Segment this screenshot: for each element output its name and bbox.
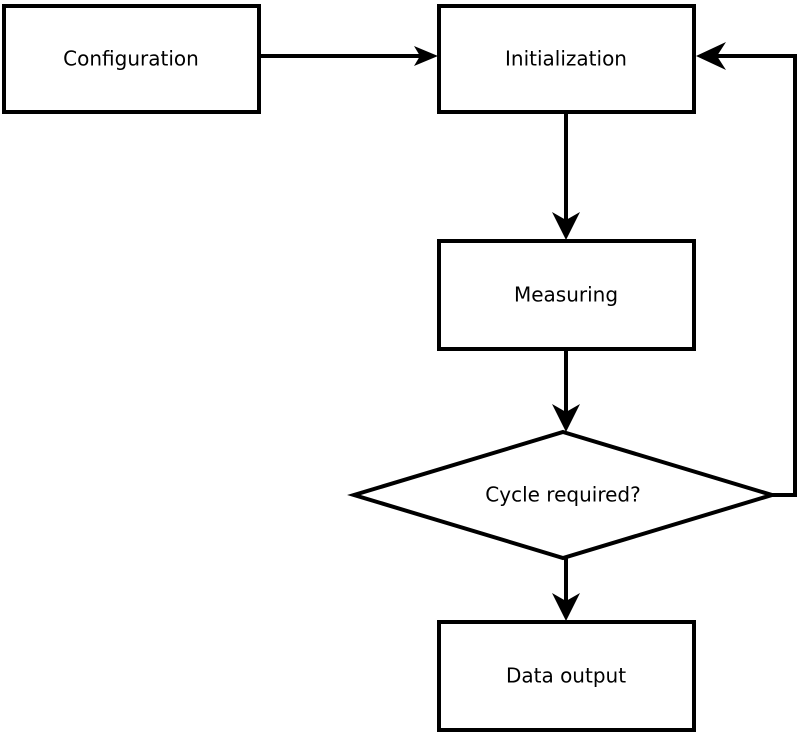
node-data-output[interactable]: Data output (437, 620, 696, 732)
node-configuration-shape[interactable] (2, 4, 261, 114)
node-layer: Configuration Initialization Measuring C… (2, 4, 779, 732)
arrowhead-down-icon (552, 404, 580, 432)
edge-cycle-required-to-data-output (552, 558, 580, 621)
node-initialization-shape[interactable] (437, 4, 696, 114)
node-measuring[interactable]: Measuring (437, 239, 696, 351)
arrowhead-down-icon (552, 593, 580, 621)
node-configuration[interactable]: Configuration (2, 4, 261, 114)
edge-configuration-to-initialization (259, 46, 438, 66)
arrowhead-down-icon (552, 212, 580, 240)
edge-measuring-to-cycle-required (552, 349, 580, 432)
edge-cycle-required-to-initialization (696, 42, 797, 497)
arrowhead-right-icon (414, 46, 438, 66)
edge-initialization-to-measuring (552, 112, 580, 240)
node-measuring-shape[interactable] (437, 239, 696, 351)
node-cycle-required[interactable]: Cycle required? (347, 429, 779, 561)
edge-line (702, 54, 797, 497)
node-cycle-required-shape[interactable] (347, 429, 779, 561)
edge-layer (259, 42, 797, 621)
arrowhead-left-icon (696, 42, 726, 70)
node-initialization[interactable]: Initialization (437, 4, 696, 114)
node-data-output-shape[interactable] (437, 620, 696, 732)
